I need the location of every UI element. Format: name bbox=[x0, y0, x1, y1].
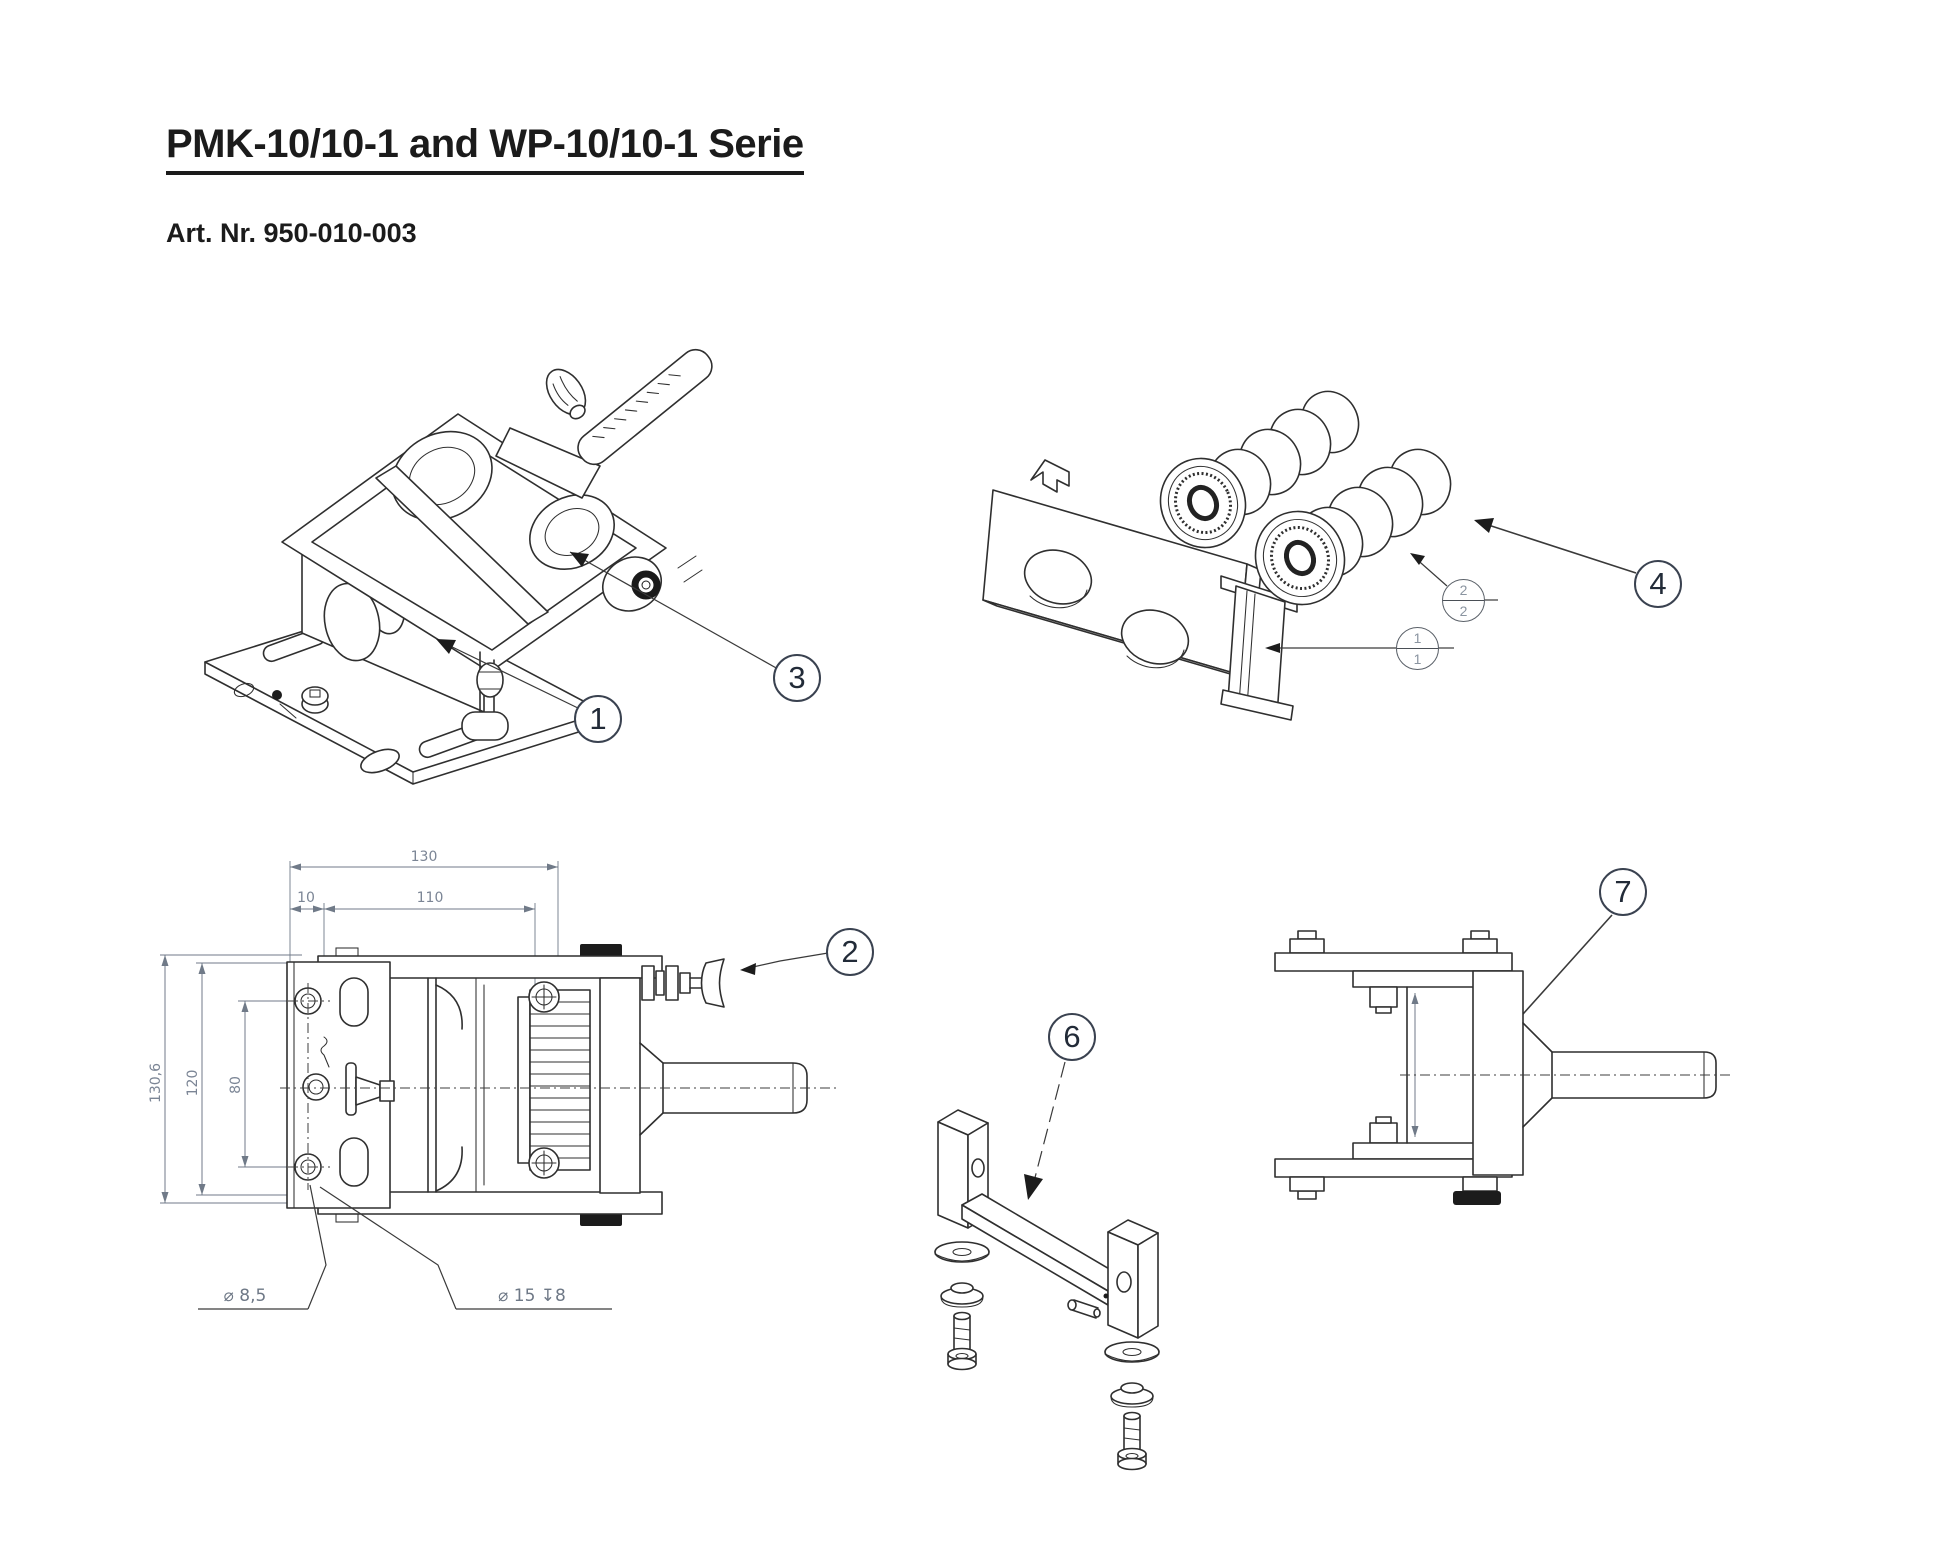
callout-item-7-label: 7 bbox=[1614, 874, 1632, 909]
callout-item-3: 3 bbox=[773, 654, 821, 702]
figure-front-view-dimensioned: 130 10 110 130,6 120 80 bbox=[148, 849, 837, 1310]
label-hole-small: ⌀ 8,5 bbox=[224, 1286, 267, 1306]
callout-item-1: 1 bbox=[574, 695, 622, 743]
callout-item-2: 2 bbox=[826, 928, 874, 976]
page-title: PMK-10/10-1 and WP-10/10-1 Serie bbox=[166, 122, 804, 175]
callout-item-1-label: 1 bbox=[589, 701, 607, 736]
dim-hole-spacing-v: 80 bbox=[228, 1076, 244, 1094]
figure-support-bracket bbox=[1274, 914, 1732, 1205]
dim-hole-offset: 10 bbox=[297, 890, 315, 906]
label-hole-large: ⌀ 15 ↧8 bbox=[498, 1286, 566, 1306]
balloon-roller-item: 2 bbox=[1459, 582, 1468, 598]
callout-item-2-label: 2 bbox=[841, 934, 859, 969]
figure-assembly-isometric bbox=[204, 348, 779, 785]
dim-outer-height: 120 bbox=[185, 1070, 201, 1097]
balloon-beam-qty: 1 1 bbox=[1396, 627, 1439, 670]
balloon-roller-qty: 2 2 bbox=[1442, 579, 1485, 622]
callout-item-7: 7 bbox=[1599, 868, 1647, 916]
callout-item-4-label: 4 bbox=[1649, 566, 1667, 601]
callout-item-3-label: 3 bbox=[788, 660, 806, 695]
article-number: Art. Nr. 950-010-003 bbox=[166, 218, 417, 248]
callout-item-6: 6 bbox=[1048, 1013, 1096, 1061]
callout-item-6-label: 6 bbox=[1063, 1019, 1081, 1054]
callout-item-4: 4 bbox=[1634, 560, 1682, 608]
dim-total-width: 130 bbox=[411, 849, 438, 865]
figure-rollers-exploded bbox=[982, 390, 1637, 721]
dim-hole-spacing-h: 110 bbox=[417, 890, 444, 906]
balloon-roller-count: 2 bbox=[1443, 600, 1484, 621]
balloon-beam-item: 1 bbox=[1413, 630, 1422, 646]
figure-clamp-bracket-exploded bbox=[934, 1061, 1160, 1471]
dim-total-height: 130,6 bbox=[148, 1063, 164, 1103]
balloon-beam-count: 1 bbox=[1397, 648, 1438, 669]
